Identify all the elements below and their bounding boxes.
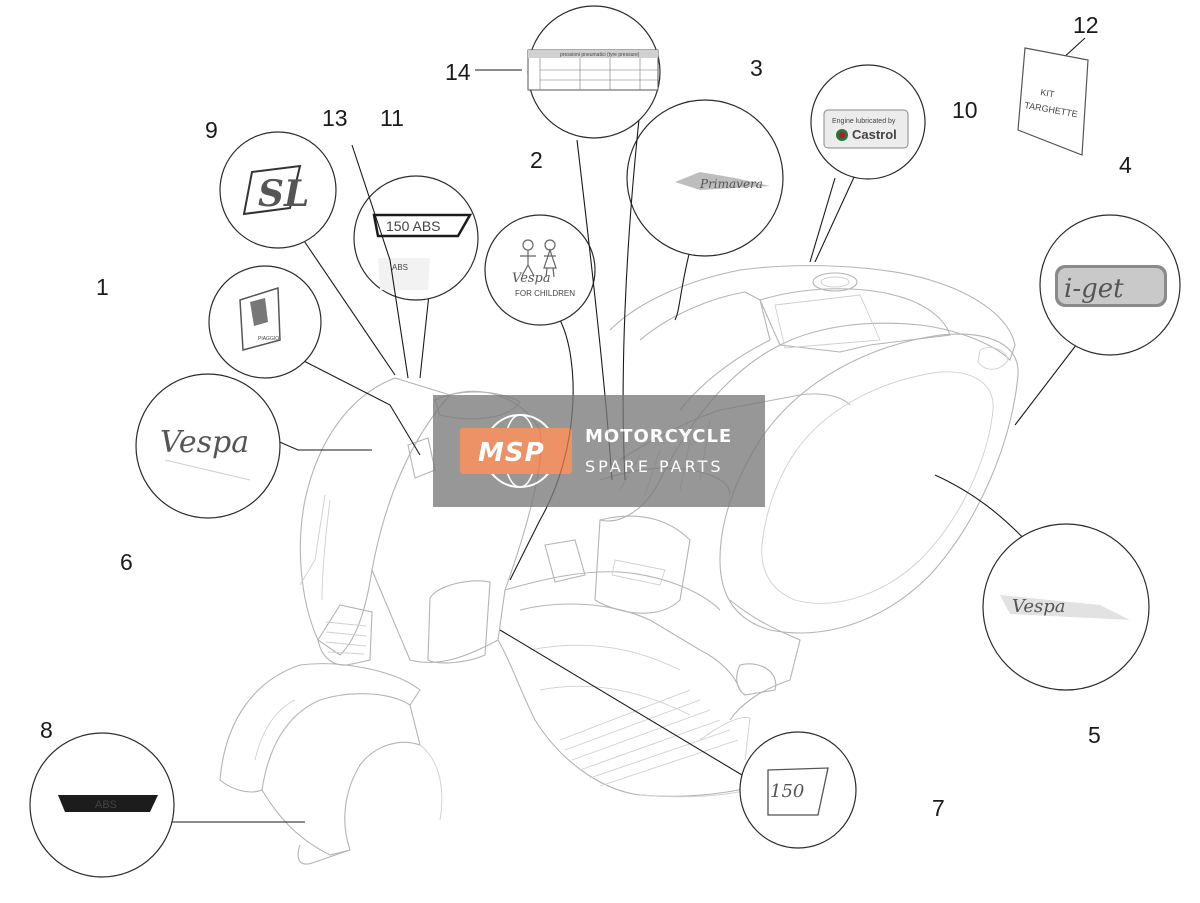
callout-number-4: 4 — [1119, 152, 1132, 178]
callout-number-7: 7 — [932, 795, 945, 821]
scooter-outline — [219, 265, 1019, 865]
badge-150abs-text: 150 ABS — [386, 218, 441, 234]
callout-vespa-for-children: Vespa FOR CHILDREN — [484, 214, 596, 581]
callout-iget: i-get — [1014, 214, 1181, 426]
tyre-label-title: pressioni pneumatici (tyre pressure) — [560, 52, 640, 58]
callout-vespa-side: Vespa — [934, 474, 1150, 691]
iget-badge-icon: i-get — [1055, 265, 1167, 307]
callout-number-3: 3 — [750, 55, 763, 81]
leader-13 — [351, 144, 409, 379]
for-children-text: FOR CHILDREN — [515, 289, 575, 298]
svg-text:PIAGGIO: PIAGGIO — [258, 336, 279, 342]
watermark: MSP MOTORCYCLE SPARE PARTS — [433, 395, 765, 507]
callout-number-1: 1 — [96, 274, 109, 300]
callout-castrol: Engine lubricated by Castrol — [809, 64, 926, 263]
callout-number-9: 9 — [205, 117, 218, 143]
abs-small-text: ABS — [392, 263, 408, 272]
callout-number-6: 6 — [120, 549, 133, 575]
callout-number-10: 10 — [952, 97, 978, 123]
vespa-side-text: Vespa — [1012, 596, 1066, 617]
callout-numbers: 1 2 3 4 5 6 7 8 9 10 11 12 13 14 — [40, 12, 1132, 821]
callout-150abs: 150 ABS ABS — [353, 175, 479, 379]
primavera-text: Primavera — [699, 177, 763, 191]
piaggio-emblem-icon: PIAGGIO — [239, 286, 281, 351]
castrol-line1: Engine lubricated by — [832, 118, 896, 125]
callout-sl: SL — [219, 131, 396, 376]
badge-150-text: 150 — [770, 781, 804, 802]
callout-number-8: 8 — [40, 717, 53, 743]
callout-number-14: 14 — [445, 59, 471, 85]
tyre-pressure-table-icon: pressioni pneumatici (tyre pressure) — [527, 49, 659, 91]
callout-150: 150 — [499, 629, 857, 849]
sl-text: SL — [258, 173, 309, 215]
castrol-brand-text: Castrol — [852, 127, 897, 142]
callout-number-11: 11 — [380, 105, 404, 131]
abs-badge-icon: ABS — [58, 795, 158, 812]
vespa-script-small: Vespa — [512, 271, 551, 286]
watermark-logo: MSP — [478, 438, 545, 468]
callout-abs-fender: ABS — [29, 732, 305, 878]
kit-targhette-bag: KIT TARGHETTE — [1017, 37, 1089, 156]
watermark-line2: SPARE PARTS — [585, 457, 724, 476]
abs-badge-text: ABS — [95, 799, 117, 811]
callout-primavera: Primavera — [626, 99, 784, 321]
badge-150-icon: 150 — [767, 767, 829, 816]
watermark-line1: MOTORCYCLE — [585, 426, 732, 447]
callout-tyre-pressure: pressioni pneumatici (tyre pressure) — [475, 5, 661, 481]
callout-number-13: 13 — [322, 105, 348, 131]
kit-line1: KIT — [1040, 87, 1056, 99]
iget-text: i-get — [1064, 274, 1124, 304]
callout-vespa-front: Vespa — [135, 373, 372, 519]
callout-number-12: 12 — [1073, 12, 1099, 38]
callout-emblem: PIAGGIO — [208, 265, 421, 456]
callout-number-2: 2 — [530, 147, 543, 173]
castrol-label-icon: Engine lubricated by Castrol — [823, 109, 909, 149]
children-figures-icon — [520, 239, 557, 278]
sl-badge-icon: SL — [242, 164, 309, 216]
vespa-front-text: Vespa — [160, 425, 249, 460]
callout-number-5: 5 — [1088, 722, 1101, 748]
